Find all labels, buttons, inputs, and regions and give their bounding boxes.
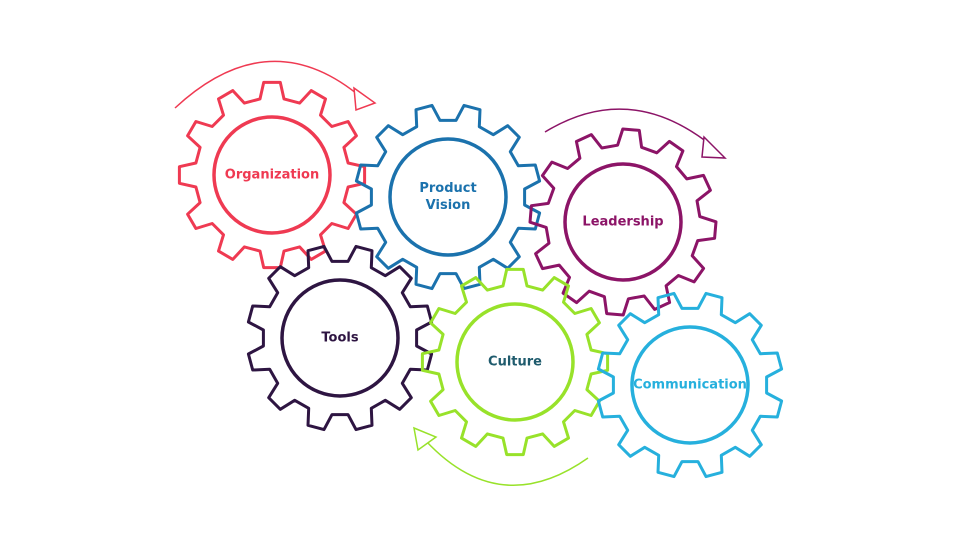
gear-hub-culture <box>455 302 575 422</box>
gear-label-tools: Tools <box>321 330 359 346</box>
gear-communication <box>596 291 784 479</box>
gear-label-product-vision: Product Vision <box>419 181 477 213</box>
gear-hub-tools <box>280 278 400 398</box>
cycle-arrow-leadership <box>544 108 713 147</box>
gear-label-communication: Communication <box>633 377 747 393</box>
gear-culture <box>420 267 610 457</box>
cycle-arrow-organization <box>174 60 363 109</box>
arrow-head-leadership <box>701 135 727 159</box>
gear-product-vision <box>354 103 542 291</box>
gear-hub-leadership <box>563 162 683 282</box>
gear-hub-product-vision <box>388 137 508 257</box>
gear-leadership <box>528 127 718 317</box>
cycle-arrow-culture <box>425 440 589 486</box>
gear-organization <box>177 80 367 270</box>
gear-label-culture: Culture <box>488 354 542 370</box>
gear-hub-organization <box>212 115 332 235</box>
gear-tools <box>246 244 434 432</box>
gear-hub-communication <box>630 325 750 445</box>
gear-label-leadership: Leadership <box>582 214 664 230</box>
gear-label-organization: Organization <box>224 167 320 183</box>
arrow-head-organization <box>353 86 377 112</box>
arrow-head-culture <box>413 426 438 452</box>
